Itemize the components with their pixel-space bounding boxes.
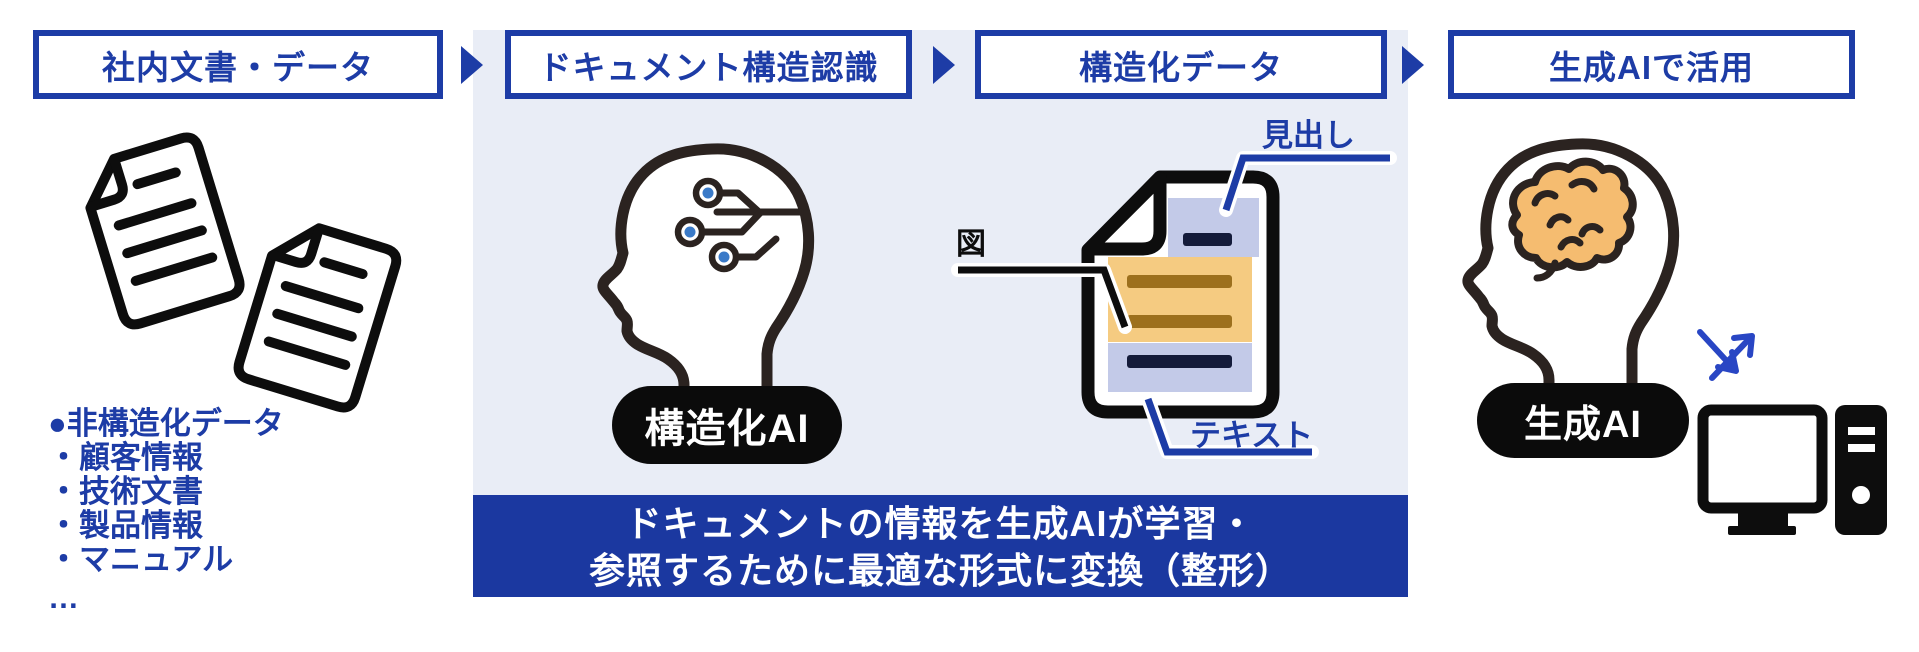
heading-zone bbox=[1168, 198, 1259, 257]
list-title: ●非構造化データ bbox=[48, 406, 284, 441]
caption-line-1: ドキュメントの情報を生成AIが学習・ bbox=[625, 503, 1256, 544]
tower bbox=[1835, 405, 1887, 535]
heading-callout-line bbox=[1222, 154, 1390, 212]
structuring-ai-badge: 構造化AI bbox=[612, 386, 842, 464]
list-item: ・技術文書 bbox=[48, 474, 203, 509]
caption-line-2: 参照するために最適な形式に変換（整形） bbox=[588, 550, 1292, 591]
monitor bbox=[1697, 404, 1828, 514]
flow-step-structure-recognition: ドキュメント構造認識 bbox=[505, 30, 912, 99]
flow-step-genai-usage: 生成AIで活用 bbox=[1448, 30, 1855, 99]
structuring-head-icon bbox=[597, 143, 815, 406]
generative-ai-badge: 生成AI bbox=[1477, 383, 1689, 458]
documents-icon bbox=[85, 135, 415, 425]
generative-head-icon bbox=[1462, 138, 1680, 401]
heading-label: 見出し bbox=[1262, 118, 1355, 153]
sync-arrows-icon bbox=[1697, 329, 1755, 381]
structured-document-icon bbox=[1081, 170, 1280, 419]
list-item: ・マニュアル bbox=[48, 542, 234, 577]
caption-band: ドキュメントの情報を生成AIが学習・ 参照するために最適な形式に変換（整形） bbox=[473, 495, 1408, 597]
callout-lines bbox=[951, 151, 1397, 459]
circuit-nodes bbox=[674, 177, 740, 273]
unstructured-data-list: ●非構造化データ ・顧客情報 ・技術文書 ・製品情報 ・マニュアル … bbox=[48, 407, 284, 615]
figure-label: 図 bbox=[956, 228, 986, 261]
flow-arrow-icon-1 bbox=[461, 46, 483, 84]
computer-icon bbox=[1697, 404, 1887, 535]
flow-arrow-icon-3 bbox=[1402, 46, 1424, 84]
circuit-lines bbox=[699, 189, 804, 261]
list-item: ・製品情報 bbox=[48, 508, 203, 543]
brain-icon bbox=[1508, 157, 1637, 282]
text-callout-line bbox=[1144, 397, 1312, 456]
flow-step-internal-documents: 社内文書・データ bbox=[33, 30, 443, 99]
flow-arrow-icon-2 bbox=[933, 46, 955, 84]
flow-step-structured-data: 構造化データ bbox=[975, 30, 1387, 99]
figure-callout-line bbox=[958, 266, 1129, 329]
list-ellipsis: … bbox=[48, 580, 79, 615]
list-item: ・顧客情報 bbox=[48, 440, 203, 475]
text-label: テキスト bbox=[1190, 418, 1314, 453]
